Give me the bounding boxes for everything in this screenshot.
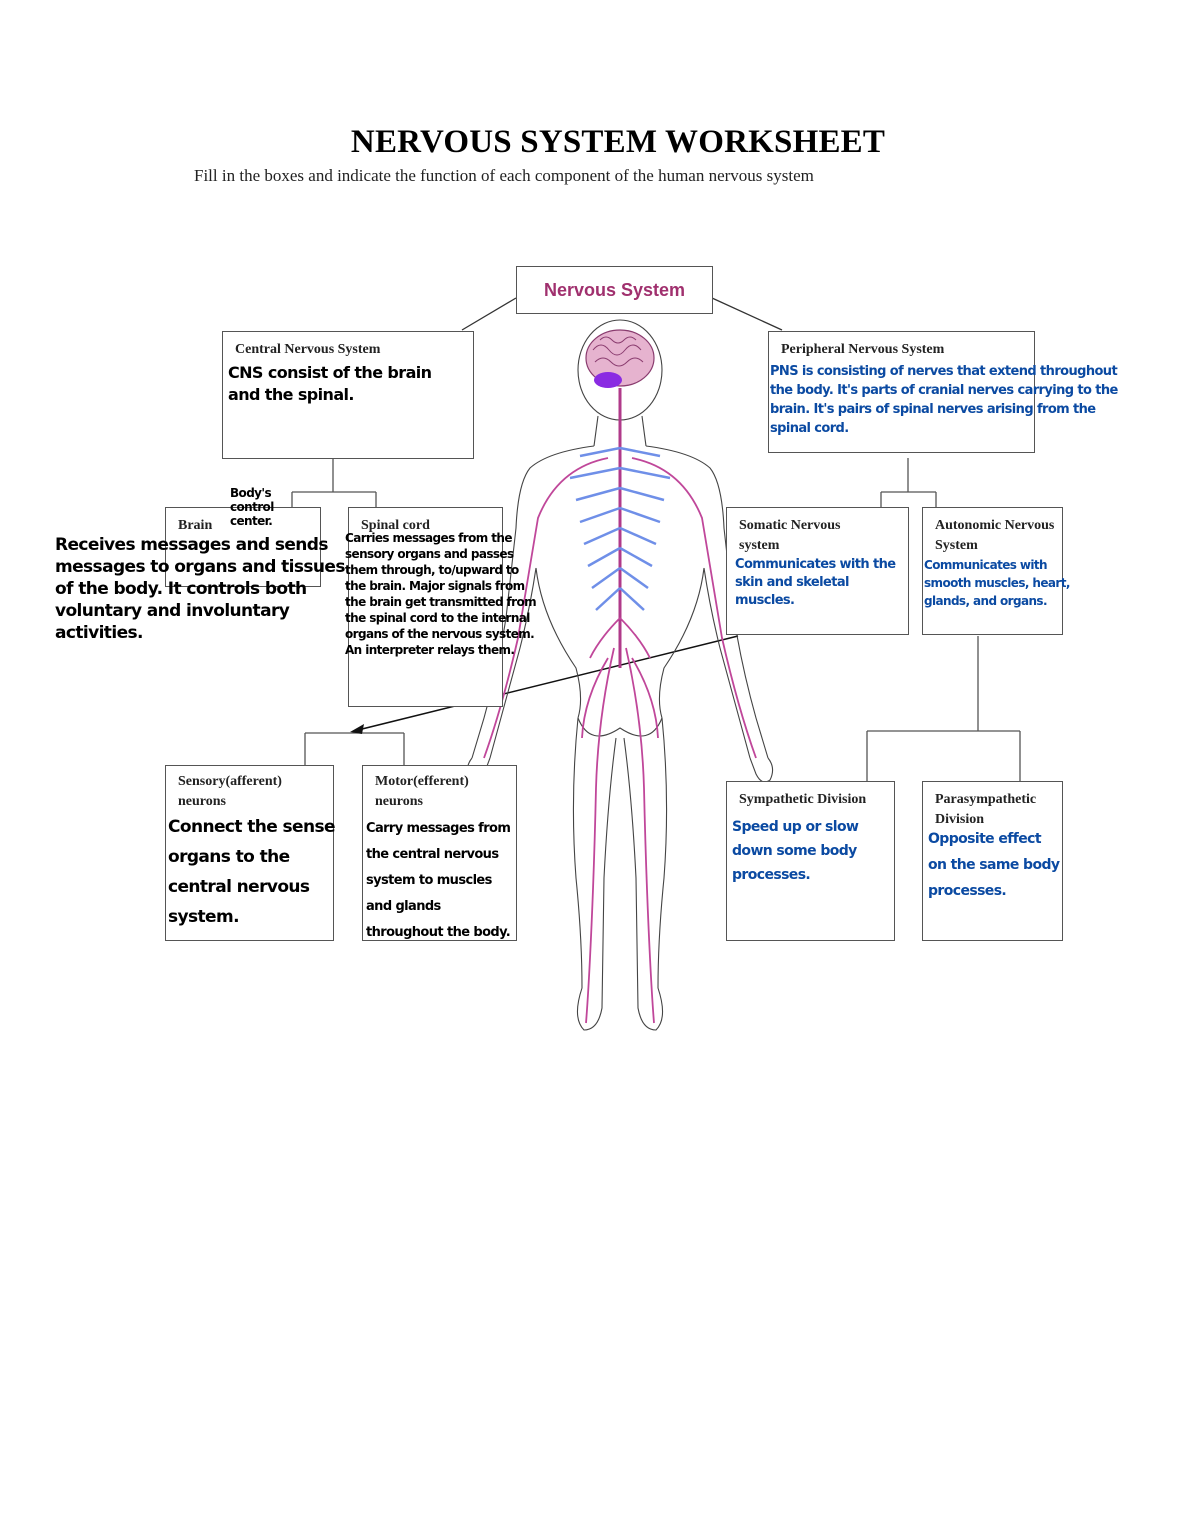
sympathetic-label: Sympathetic Division bbox=[739, 792, 867, 807]
sensory-neurons-answer[interactable]: Connect the sense organs to the central … bbox=[168, 817, 335, 927]
spinal-cord-box: Spinal cord bbox=[348, 507, 503, 707]
root-node-label: Nervous System bbox=[543, 280, 686, 300]
somatic-label: Somatic Nervous system bbox=[739, 518, 841, 553]
spinal-cord-answer[interactable]: Carries messages from the sensory organs… bbox=[345, 531, 537, 657]
autonomic-answer[interactable]: Communicates with smooth muscles, heart,… bbox=[924, 558, 1070, 608]
cns-answer[interactable]: CNS consist of the brain and the spinal. bbox=[228, 363, 432, 404]
sympathetic-answer[interactable]: Speed up or slow down some body processe… bbox=[732, 819, 859, 883]
pns-box: Peripheral Nervous System bbox=[768, 331, 1035, 453]
worksheet-subtitle: Fill in the boxes and indicate the funct… bbox=[194, 166, 814, 185]
brain-answer[interactable]: Receives messages and sends messages to … bbox=[55, 535, 345, 643]
spinal-cord-label: Spinal cord bbox=[361, 518, 430, 533]
sympathetic-box: Sympathetic Division bbox=[726, 781, 895, 941]
motor-neurons-label: Motor(efferent) neurons bbox=[375, 774, 469, 809]
cns-box: Central Nervous System bbox=[222, 331, 474, 459]
parasympathetic-box: Parasympathetic Division bbox=[922, 781, 1063, 941]
somatic-answer[interactable]: Communicates with the skin and skeletal … bbox=[735, 557, 896, 608]
brain-label: Brain bbox=[178, 518, 213, 533]
motor-neurons-answer[interactable]: Carry messages from the central nervous … bbox=[366, 821, 511, 940]
parasympathetic-label: Parasympathetic Division bbox=[935, 792, 1037, 827]
brain-answer-top[interactable]: Body's control center. bbox=[230, 486, 274, 528]
cns-label: Central Nervous System bbox=[235, 342, 381, 357]
autonomic-label: Autonomic Nervous System bbox=[935, 518, 1055, 553]
worksheet-title: NERVOUS SYSTEM WORKSHEET bbox=[350, 124, 886, 160]
sensory-neurons-box: Sensory(afferent) neurons bbox=[165, 765, 334, 941]
human-nervous-system-illustration bbox=[466, 319, 774, 1031]
parasympathetic-answer[interactable]: Opposite effect on the same body process… bbox=[928, 831, 1060, 899]
sensory-neurons-label: Sensory(afferent) neurons bbox=[178, 774, 282, 809]
root-node-box: Nervous System bbox=[516, 266, 713, 314]
autonomic-box: Autonomic Nervous System bbox=[922, 507, 1063, 635]
motor-neurons-box: Motor(efferent) neurons bbox=[362, 765, 517, 941]
pns-label: Peripheral Nervous System bbox=[781, 342, 945, 357]
pns-answer[interactable]: PNS is consisting of nerves that extend … bbox=[770, 364, 1118, 436]
somatic-box: Somatic Nervous system bbox=[726, 507, 909, 635]
brain-box: Brain bbox=[165, 507, 321, 587]
